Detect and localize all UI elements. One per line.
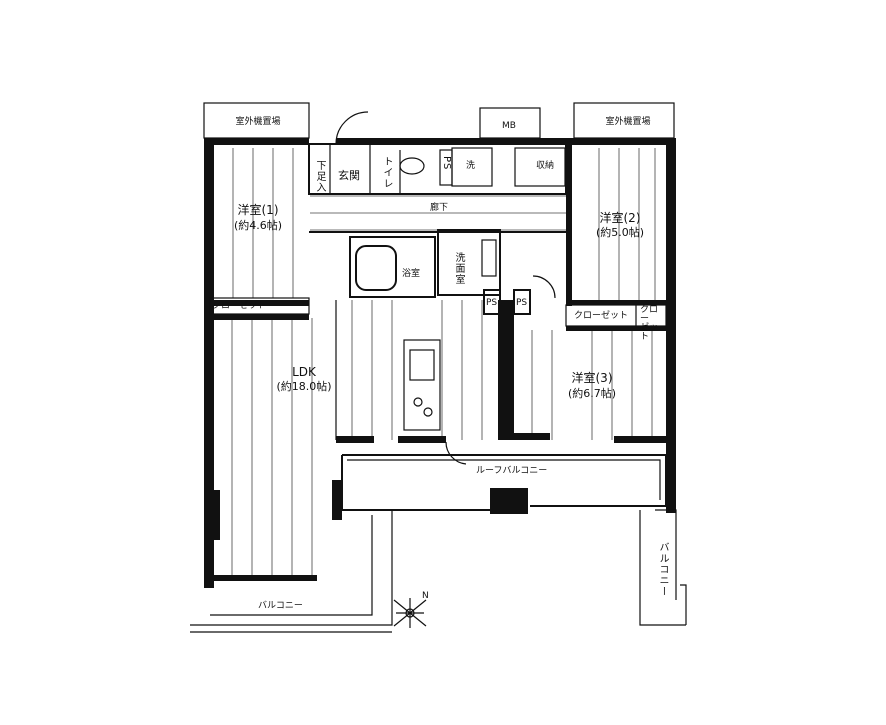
ps3-label: PS bbox=[516, 298, 528, 308]
closet1-label: クローゼット bbox=[212, 301, 267, 311]
door-icon bbox=[445, 441, 467, 465]
mb-label: MB bbox=[502, 121, 516, 131]
stove-burner-icon bbox=[423, 407, 433, 417]
roof-balcony-label: ルーフバルコニー bbox=[476, 466, 548, 476]
toilet-icon bbox=[399, 157, 425, 175]
ldk-name: LDK bbox=[292, 365, 316, 379]
ps1-label: PS bbox=[441, 156, 452, 171]
entrance-door-icon bbox=[335, 111, 369, 145]
balcony-bottom-label: バルコニー bbox=[258, 601, 303, 611]
stove-burner-icon bbox=[413, 397, 423, 407]
bath-label: 浴室 bbox=[402, 269, 421, 279]
western2-area: (約5.0帖) bbox=[595, 226, 645, 239]
partitions bbox=[190, 102, 687, 633]
washbasin-icon bbox=[481, 239, 497, 277]
flooring-lines bbox=[231, 148, 656, 580]
hallway-label: 廊下 bbox=[430, 203, 449, 213]
ps2-label: PS bbox=[486, 298, 498, 308]
exterior-walls bbox=[204, 138, 676, 588]
closet2-label: クローゼット bbox=[574, 311, 629, 321]
bathtub-icon bbox=[355, 245, 397, 291]
door-icon bbox=[532, 275, 556, 299]
washroom-label: 洗面室 bbox=[453, 252, 464, 285]
western3-name: 洋室(3) bbox=[571, 371, 613, 385]
ldk-area: (約18.0帖) bbox=[276, 380, 332, 393]
washer-label: 洗 bbox=[466, 161, 476, 171]
ac-space-right-label: 室外機置場 bbox=[605, 117, 651, 127]
storage-label: 収納 bbox=[536, 161, 555, 171]
western1-area: (約4.6帖) bbox=[233, 219, 283, 232]
balcony-right-label: バルコニー bbox=[657, 542, 668, 597]
western1-name: 洋室(1) bbox=[237, 203, 279, 217]
shoe-closet-label: 下足入 bbox=[314, 160, 325, 193]
north-label: N bbox=[422, 591, 429, 601]
sink-icon bbox=[409, 349, 435, 381]
compass-icon bbox=[393, 598, 427, 628]
ac-space-left-label: 室外機置場 bbox=[235, 117, 281, 127]
closet3-label: クロー ゼット bbox=[640, 305, 659, 342]
toilet-label: トイレ bbox=[381, 156, 392, 189]
western2-name: 洋室(2) bbox=[599, 211, 641, 225]
entrance-label: 玄関 bbox=[338, 169, 360, 182]
western3-area: (約6.7帖) bbox=[567, 387, 617, 400]
